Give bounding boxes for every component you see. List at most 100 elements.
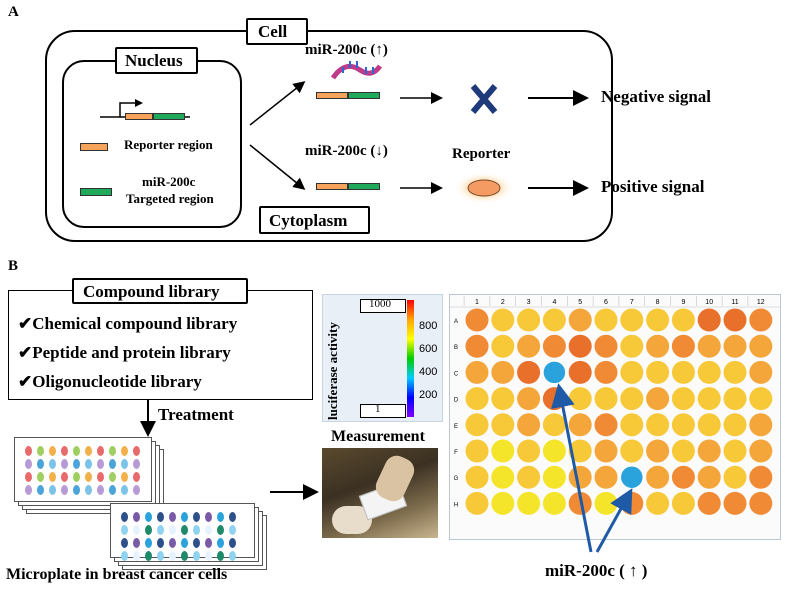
heatmap-well bbox=[620, 360, 644, 384]
heatmap-well bbox=[517, 387, 541, 411]
heatmap-well bbox=[568, 491, 592, 515]
heatmap-row-label: A bbox=[454, 319, 458, 325]
microplate-well bbox=[205, 551, 212, 561]
reporter-icon bbox=[467, 179, 501, 197]
heatmap-well bbox=[491, 360, 515, 384]
heatmap-row-label: F bbox=[454, 450, 458, 456]
microplate-well bbox=[25, 485, 32, 495]
library-item-1: ✔Chemical compound library bbox=[18, 314, 238, 333]
down-reporter-bar bbox=[316, 183, 348, 190]
heatmap-well bbox=[749, 387, 773, 411]
heatmap-col-label: 9 bbox=[681, 299, 685, 306]
heatmap-col-label: 4 bbox=[552, 299, 556, 306]
heatmap-well bbox=[465, 465, 489, 489]
heatmap-well bbox=[620, 308, 644, 332]
microplate-well bbox=[133, 459, 140, 469]
heatmap-well bbox=[620, 413, 644, 437]
library-title-box: Compound library bbox=[72, 278, 248, 304]
microplate-well bbox=[49, 472, 56, 482]
microplate-well bbox=[37, 446, 44, 456]
heatmap-well bbox=[465, 491, 489, 515]
heatmap-well bbox=[697, 413, 721, 437]
heatmap-well bbox=[646, 308, 670, 332]
microplate-well bbox=[145, 538, 152, 548]
heatmap-well bbox=[542, 334, 566, 358]
microplate-well bbox=[25, 459, 32, 469]
heatmap-col-label: 5 bbox=[578, 299, 582, 306]
microplate-well bbox=[73, 446, 80, 456]
nucleus-label: Nucleus bbox=[125, 51, 183, 70]
heatmap-well bbox=[491, 413, 515, 437]
microplate-well bbox=[73, 472, 80, 482]
heatmap-well bbox=[491, 465, 515, 489]
microplate-well bbox=[97, 472, 104, 482]
heatmap-well bbox=[671, 491, 695, 515]
heatmap-well bbox=[620, 387, 644, 411]
heatmap-col-label: 3 bbox=[527, 299, 531, 306]
heatmap-well bbox=[568, 360, 592, 384]
microplate-well bbox=[121, 472, 128, 482]
heatmap-well bbox=[723, 360, 747, 384]
heatmap-well-low bbox=[542, 360, 567, 385]
microplate-well bbox=[121, 446, 128, 456]
heatmap-well bbox=[723, 387, 747, 411]
microplate-well bbox=[49, 459, 56, 469]
heatmap-well bbox=[491, 334, 515, 358]
microplate-well bbox=[217, 512, 224, 522]
heatmap-well bbox=[671, 308, 695, 332]
heatmap-well bbox=[671, 360, 695, 384]
heatmap-well bbox=[465, 308, 489, 332]
microplate-caption: Microplate in breast cancer cells bbox=[6, 566, 228, 583]
microplate-well bbox=[157, 525, 164, 535]
heatmap-well bbox=[594, 387, 618, 411]
microplate-well bbox=[133, 485, 140, 495]
heatmap-row-label: B bbox=[454, 345, 458, 351]
microplate-front bbox=[14, 437, 152, 502]
heatmap-well bbox=[465, 413, 489, 437]
heatmap-well bbox=[646, 439, 670, 463]
mirna-icon bbox=[330, 63, 383, 80]
heatmap-well bbox=[749, 360, 773, 384]
heatmap-well bbox=[620, 491, 644, 515]
heatmap-col-label: 7 bbox=[630, 299, 634, 306]
microplate-well bbox=[133, 472, 140, 482]
heatmap-well bbox=[671, 465, 695, 489]
colorbar-tick-200: 200 bbox=[419, 389, 438, 401]
microplate-well bbox=[205, 538, 212, 548]
heatmap-well bbox=[568, 334, 592, 358]
heatmap-row-label: C bbox=[454, 371, 459, 377]
microplate-well bbox=[133, 551, 140, 561]
microplate-well bbox=[181, 512, 188, 522]
heatmap-well bbox=[697, 360, 721, 384]
microplate-well bbox=[169, 538, 176, 548]
microplate-well bbox=[157, 538, 164, 548]
microplate-well bbox=[61, 472, 68, 482]
microplate-well bbox=[121, 538, 128, 548]
microplate-well bbox=[121, 459, 128, 469]
heatmap-well bbox=[749, 491, 773, 515]
colorbar-tick-400: 400 bbox=[419, 366, 438, 378]
microplate-well bbox=[37, 459, 44, 469]
microplate-well bbox=[229, 538, 236, 548]
library-title: Compound library bbox=[83, 282, 220, 301]
microplate-well bbox=[181, 538, 188, 548]
colorbar-panel bbox=[322, 294, 443, 422]
heatmap-col-label: 2 bbox=[501, 299, 505, 306]
microplate-well bbox=[217, 538, 224, 548]
heatmap-well bbox=[749, 334, 773, 358]
microplate-well bbox=[49, 485, 56, 495]
heatmap-well bbox=[646, 360, 670, 384]
heatmap-well bbox=[542, 491, 566, 515]
microplate-well bbox=[193, 551, 200, 561]
panel-b-arrows bbox=[140, 400, 319, 500]
heatmap-well bbox=[749, 413, 773, 437]
heatmap-well bbox=[671, 334, 695, 358]
library-item-2: ✔Peptide and protein library bbox=[18, 343, 231, 362]
microplate-well bbox=[25, 446, 32, 456]
heatmap-well bbox=[517, 465, 541, 489]
heatmap-well-low bbox=[619, 464, 645, 490]
heatmap-well bbox=[594, 308, 618, 332]
heatmap-well bbox=[491, 387, 515, 411]
microplate-well bbox=[85, 485, 92, 495]
